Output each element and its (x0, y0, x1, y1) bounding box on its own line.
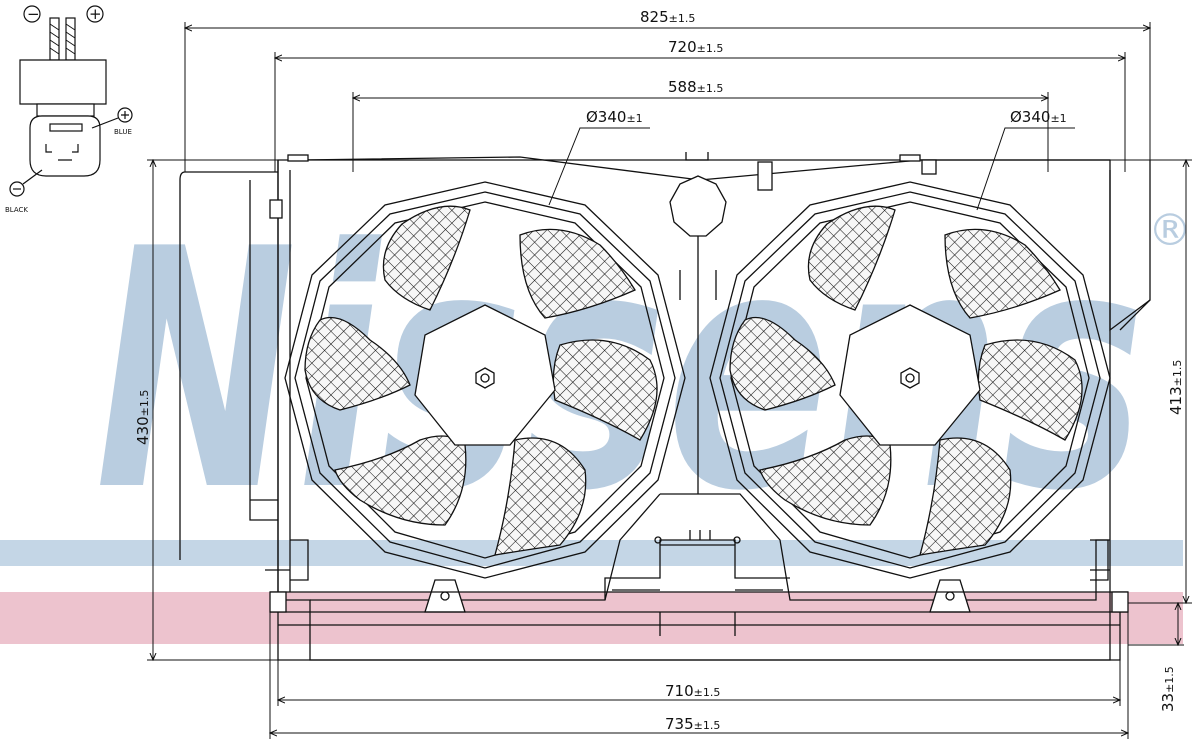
dim-inner-width: 588 (668, 78, 697, 96)
dimension-lines (147, 22, 1192, 739)
svg-text:Ø340±1: Ø340±1 (586, 108, 643, 126)
svg-text:720±1.5: 720±1.5 (668, 38, 723, 56)
dim-overall-width: 825 (640, 8, 669, 26)
dim-mount-width: 720 (668, 38, 697, 56)
minus-terminal-icon (23, 5, 41, 23)
connector-detail: − + (9, 5, 133, 197)
black-wire-label: BLACK (5, 206, 28, 214)
svg-text:Ø340±1: Ø340±1 (1010, 108, 1067, 126)
red-band (0, 592, 1183, 644)
blue-wire-label: BLUE (114, 128, 132, 136)
svg-text:413±1.5: 413±1.5 (1167, 360, 1185, 415)
svg-text:430±1.5: 430±1.5 (134, 390, 152, 445)
svg-text:−: − (27, 5, 40, 23)
svg-text:33±1.5: 33±1.5 (1159, 666, 1177, 712)
dim-bottom-width: 710 (665, 682, 694, 700)
dim-shroud-height: 413 (1167, 386, 1185, 415)
dimension-labels: 825±1.5 720±1.5 588±1.5 Ø340±1 Ø340±1 43… (134, 8, 1185, 733)
svg-text:710±1.5: 710±1.5 (665, 682, 720, 700)
dim-bracket-height: 33 (1159, 693, 1177, 712)
blue-plus-icon (117, 107, 133, 123)
svg-text:588±1.5: 588±1.5 (668, 78, 723, 96)
dim-total-height: 430 (134, 416, 152, 445)
black-minus-icon (9, 181, 25, 197)
svg-text:735±1.5: 735±1.5 (665, 715, 720, 733)
dim-fan-left-diameter: Ø340 (586, 108, 626, 126)
dim-fan-right-diameter: Ø340 (1010, 108, 1050, 126)
dim-base-width: 735 (665, 715, 694, 733)
fan-left (284, 181, 686, 579)
fan-right (709, 181, 1111, 579)
registered-mark: ® (1148, 205, 1192, 256)
svg-text:825±1.5: 825±1.5 (640, 8, 695, 26)
plus-terminal-icon (86, 5, 104, 23)
svg-text:+: + (89, 5, 102, 23)
